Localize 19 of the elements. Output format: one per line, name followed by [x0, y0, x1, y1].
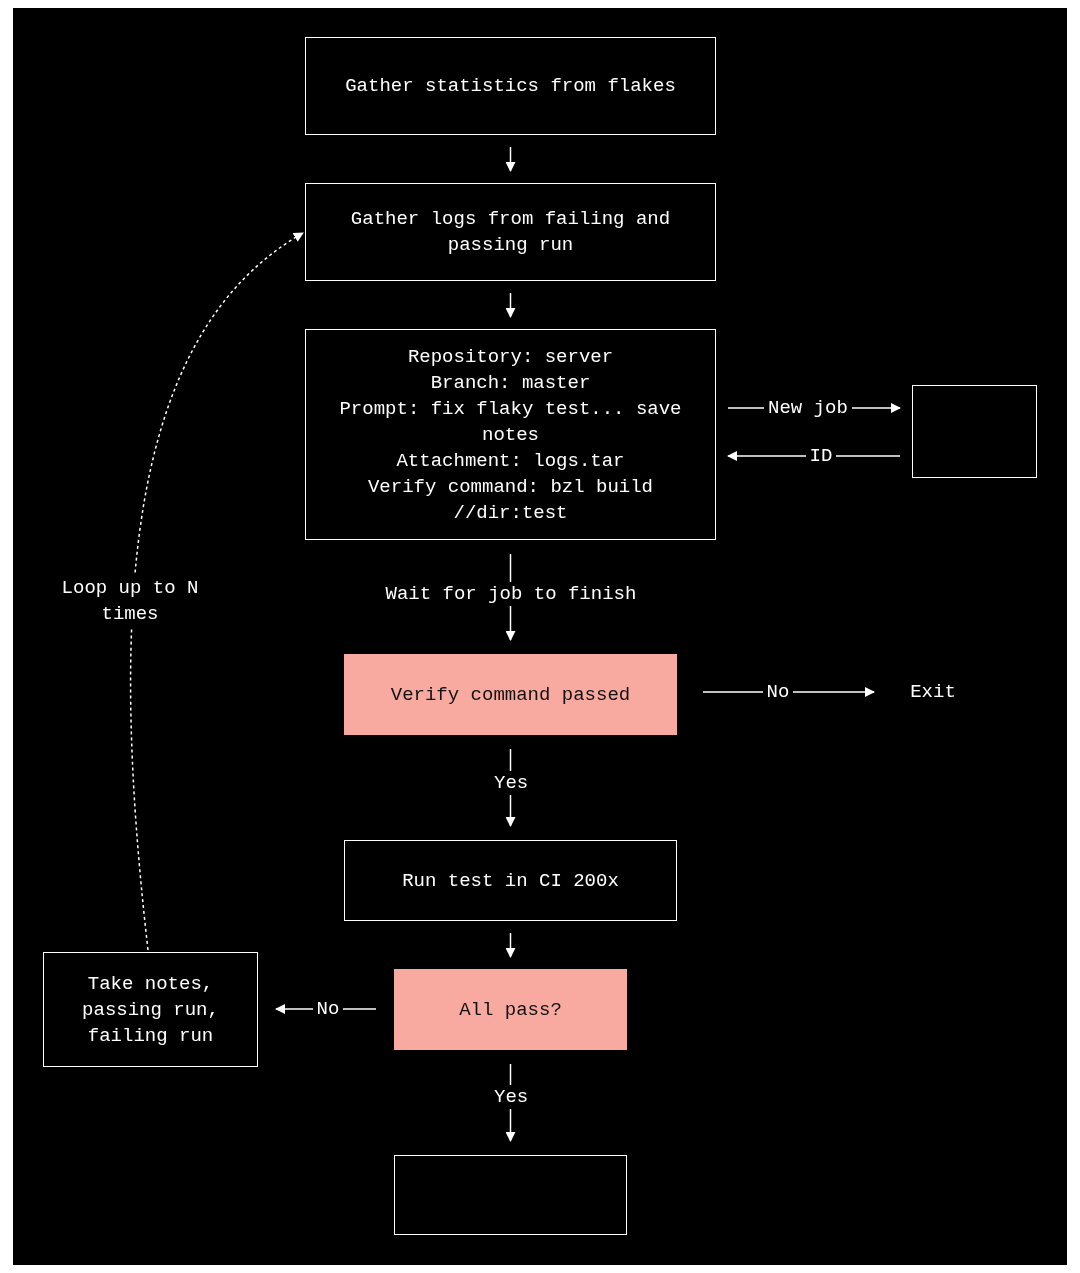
loop-arrow — [130, 232, 304, 951]
config-line: Verify command: bzl build //dir:test — [366, 474, 654, 526]
config-line: Attachment: logs.tar — [396, 448, 625, 474]
empty-box — [912, 385, 1037, 478]
process-box: Run test in CI 200x — [344, 840, 677, 921]
config-line: Branch: master — [430, 370, 591, 396]
config-line: Repository: server — [407, 344, 614, 370]
terminal-label: Exit — [900, 678, 966, 706]
process-box: Gather logs from failing and passing run — [305, 183, 716, 281]
decision-box: All pass? — [394, 969, 627, 1050]
job-config-box — [305, 329, 716, 540]
process-box: Take notes, passing run, failing run — [43, 952, 258, 1067]
arrow — [505, 292, 516, 318]
arrow — [505, 932, 516, 958]
config-line: Prompt: fix flaky test... save notes — [338, 396, 683, 448]
empty-box — [394, 1155, 627, 1235]
decision-box: Verify command passed — [344, 654, 677, 735]
process-box: Gather statistics from flakes — [305, 37, 716, 135]
arrow — [505, 146, 516, 172]
